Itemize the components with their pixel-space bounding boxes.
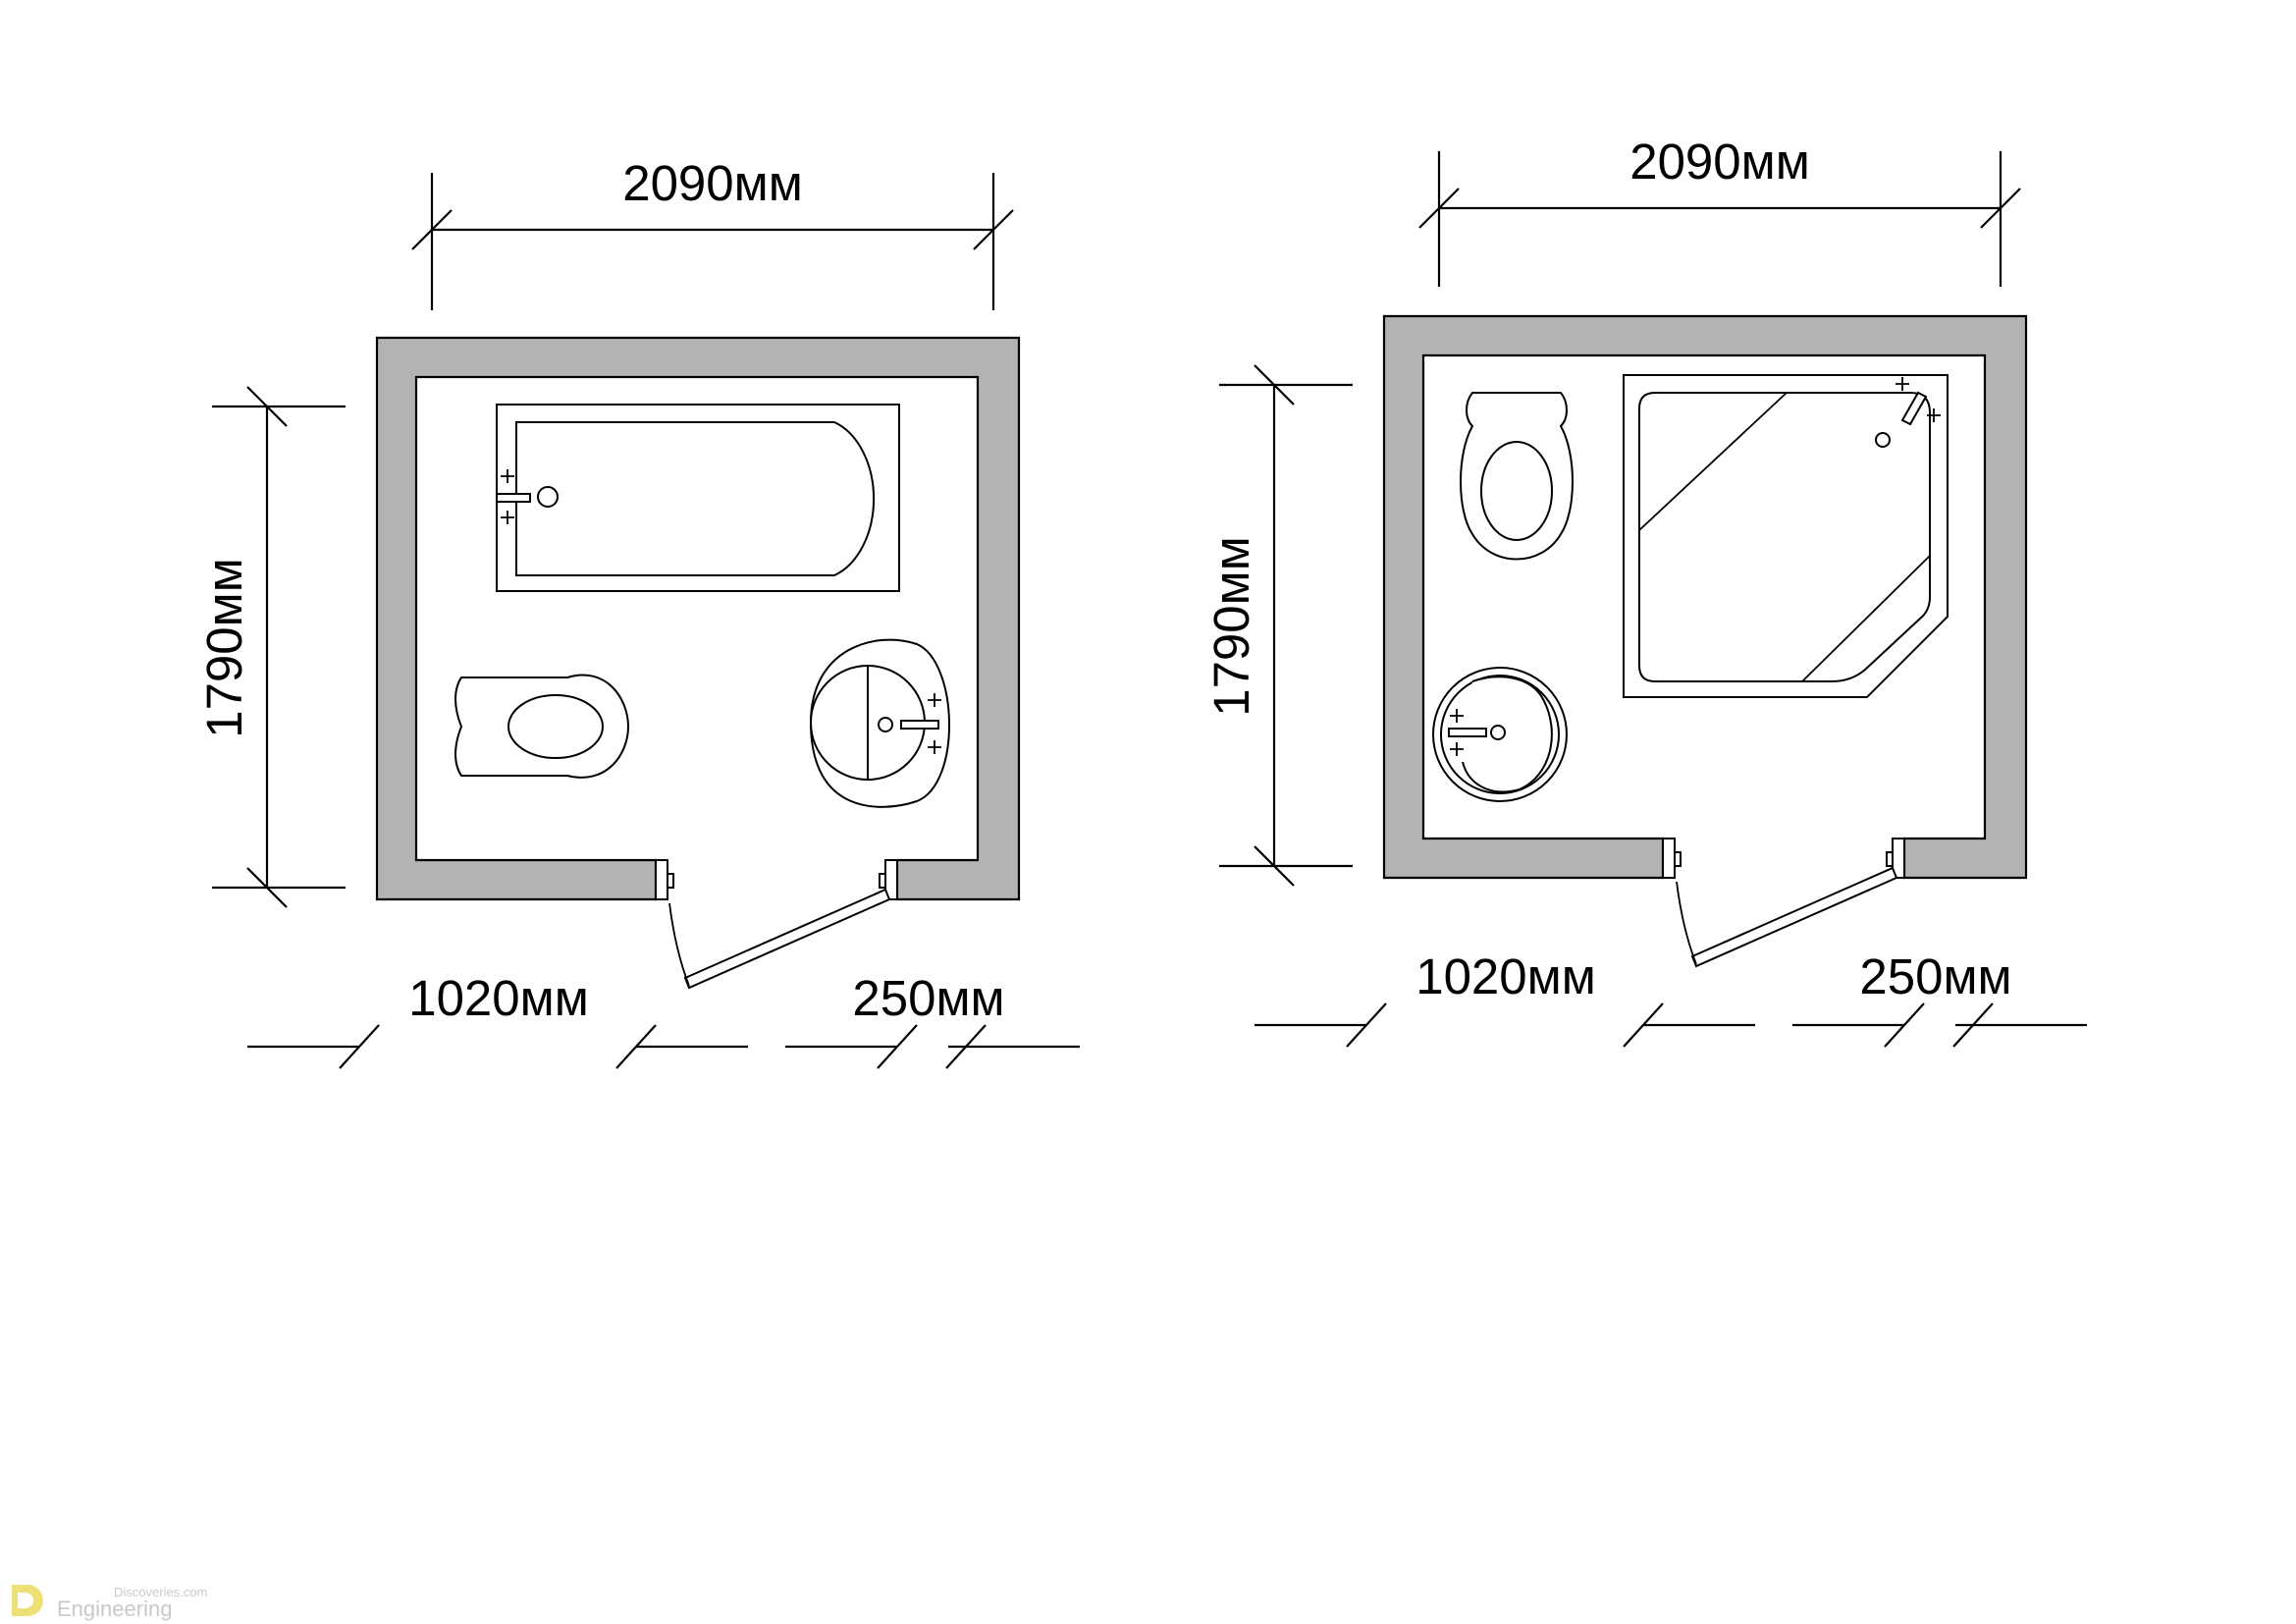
engineering-discoveries-logo: Discoveries.com Engineering: [12, 1585, 207, 1621]
width-label: 2090мм: [622, 155, 803, 211]
width-dimension: 2090мм: [411, 155, 1014, 310]
plan-bathtub: 2090мм 1790мм: [196, 155, 1080, 1069]
width-dimension: 2090мм: [1418, 134, 2021, 287]
right-label: 250мм: [1859, 948, 2011, 1004]
door: [1676, 866, 1898, 968]
toilet-fixture: [1460, 392, 1574, 561]
logo-big-text: Engineering: [57, 1597, 172, 1621]
shower-fixture: [1623, 374, 1949, 698]
height-dimension: 1790мм: [1203, 364, 1353, 887]
height-label: 1790мм: [196, 558, 252, 738]
logo-small-text: Discoveries.com: [114, 1585, 207, 1599]
right-label: 250мм: [852, 970, 1004, 1026]
sink-fixture: [809, 638, 950, 808]
width-label: 2090мм: [1629, 134, 1810, 189]
bottom-dimensions: 1020мм 250мм: [247, 970, 1080, 1069]
height-dimension: 1790мм: [196, 386, 346, 908]
plan-shower: 2090мм 1790мм: [1203, 134, 2087, 1048]
left-label: 1020мм: [1415, 948, 1596, 1004]
left-label: 1020мм: [408, 970, 589, 1026]
height-label: 1790мм: [1203, 536, 1259, 717]
door: [668, 888, 891, 990]
door-jamb-left: [1662, 838, 1676, 879]
door-jamb-left: [655, 859, 668, 900]
logo-mark-icon: [12, 1585, 43, 1616]
bottom-dimensions: 1020мм 250мм: [1255, 948, 2087, 1048]
bathtub-fixture: [496, 404, 900, 592]
sink-fixture: [1432, 667, 1568, 802]
toilet-fixture: [454, 674, 630, 779]
